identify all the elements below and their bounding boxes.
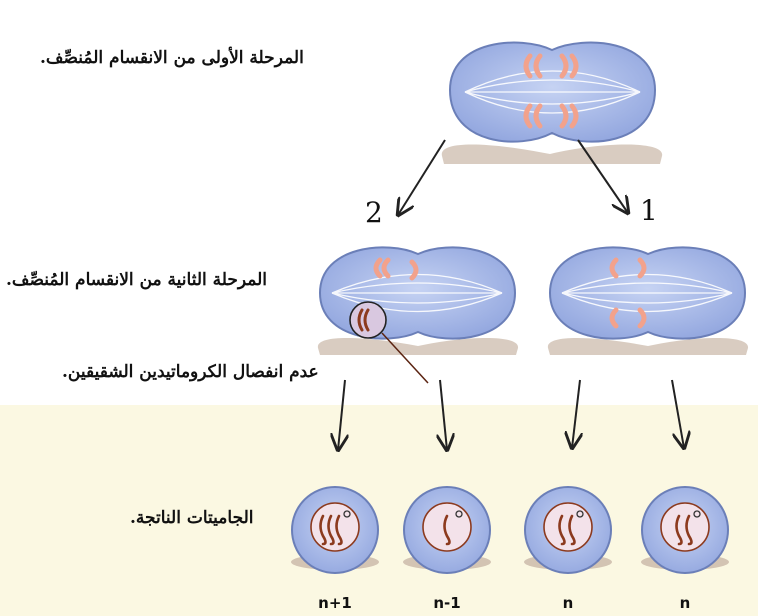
label-nondisjunction: عدم انفصال الكروماتيدين الشقيقين. xyxy=(62,362,319,382)
gamete-n-minus-1 xyxy=(403,486,491,574)
meiosis-one-cell xyxy=(441,41,663,164)
arrow-to-gamete-3 xyxy=(572,379,580,448)
arrow-to-branch-2 xyxy=(398,139,446,215)
arrow-to-gamete-1 xyxy=(338,379,345,450)
meiosis-two-left-cell xyxy=(317,246,519,384)
gamete-n-plus-1 xyxy=(291,486,379,574)
branch-label-2: 2 xyxy=(365,196,383,229)
gamete-label-2: n-1 xyxy=(433,594,461,612)
arrow-to-gamete-4 xyxy=(671,379,684,448)
gamete-n-first xyxy=(524,486,612,574)
meiosis-two-right-cell xyxy=(547,246,749,355)
label-meiosis-two: المرحلة الثانية من الانقسام المُنصِّف. xyxy=(6,270,268,290)
arrow-to-gamete-2 xyxy=(440,379,447,450)
label-gametes: الجاميتات الناتجة. xyxy=(130,508,254,528)
gamete-label-1: n+1 xyxy=(318,594,352,612)
gamete-n-second xyxy=(641,486,729,574)
arrow-to-branch-1 xyxy=(577,139,628,213)
gamete-band xyxy=(0,405,758,616)
gamete-label-4: n xyxy=(679,594,691,612)
branch-label-1: 1 xyxy=(640,194,658,227)
gamete-label-3: n xyxy=(562,594,574,612)
label-meiosis-one: المرحلة الأولى من الانقسام المُنصِّف. xyxy=(40,48,304,68)
